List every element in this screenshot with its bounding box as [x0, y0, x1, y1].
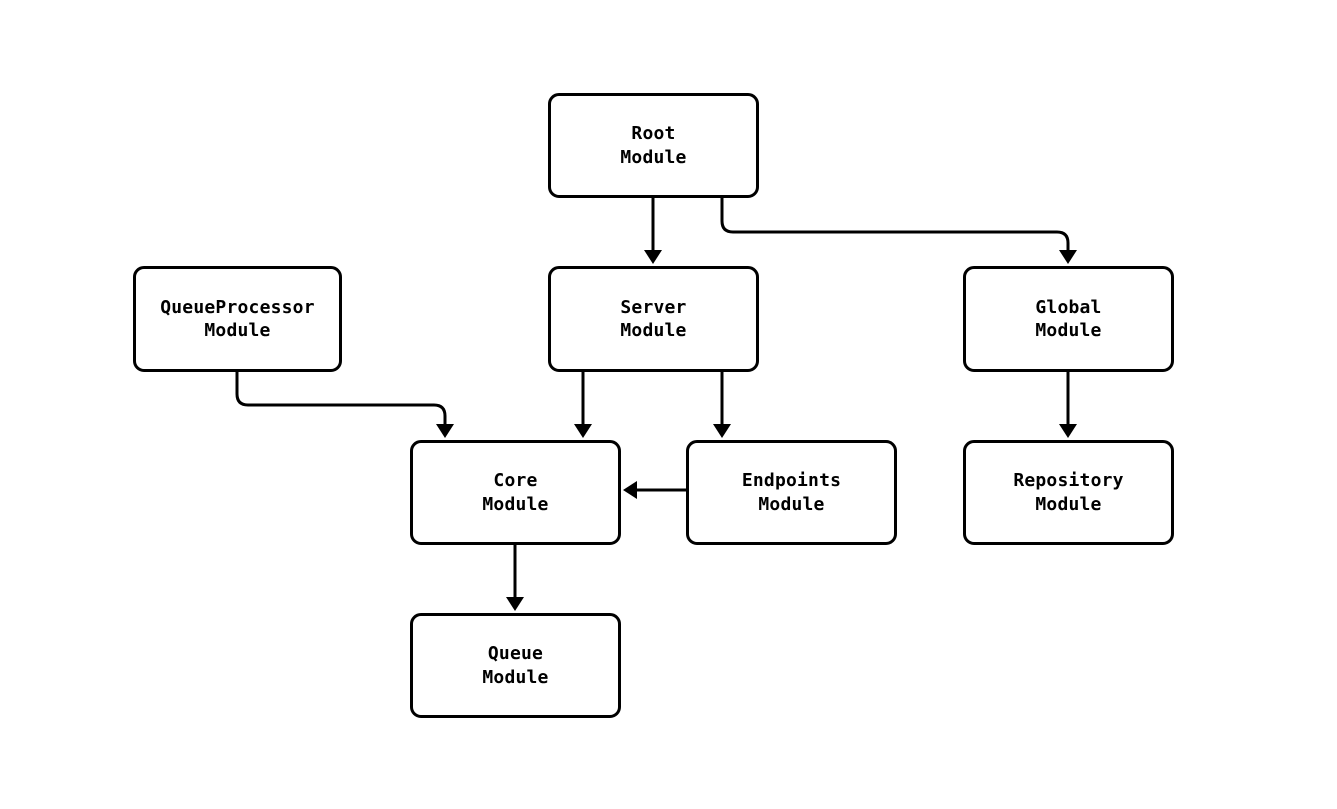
edge-root-to-global [720, 198, 1070, 252]
node-endpoints-module[interactable]: Endpoints Module [686, 440, 897, 545]
node-core-module[interactable]: Core Module [410, 440, 621, 545]
node-label-core-module: Core Module [482, 470, 549, 515]
node-label-queue-module: Queue Module [482, 643, 549, 688]
node-queue-module[interactable]: Queue Module [410, 613, 621, 718]
node-label-root-module: Root Module [620, 123, 687, 168]
arrowhead-root-to-server [644, 250, 662, 264]
node-label-global-module: Global Module [1035, 296, 1102, 341]
arrowhead-core-to-queue [506, 597, 524, 611]
arrowhead-server-to-core [574, 424, 592, 438]
arrowhead-server-to-endpoints [713, 424, 731, 438]
node-label-endpoints-module: Endpoints Module [741, 470, 842, 515]
node-global-module[interactable]: Global Module [963, 266, 1174, 372]
node-root-module[interactable]: Root Module [548, 93, 759, 198]
arrowhead-root-to-global [1059, 250, 1077, 264]
node-server-module[interactable]: Server Module [548, 266, 759, 372]
node-queueprocessor-module[interactable]: QueueProcessor Module [133, 266, 342, 372]
arrowhead-endpoints-to-core [623, 481, 637, 499]
arrowhead-global-to-repository [1059, 424, 1077, 438]
node-label-repository-module: Repository Module [1013, 470, 1124, 515]
node-label-server-module: Server Module [620, 296, 687, 341]
node-repository-module[interactable]: Repository Module [963, 440, 1174, 545]
node-label-queueprocessor-module: QueueProcessor Module [160, 296, 315, 341]
edge-queueprocessor-to-core [235, 372, 447, 426]
arrowhead-queueprocessor-to-core [436, 424, 454, 438]
